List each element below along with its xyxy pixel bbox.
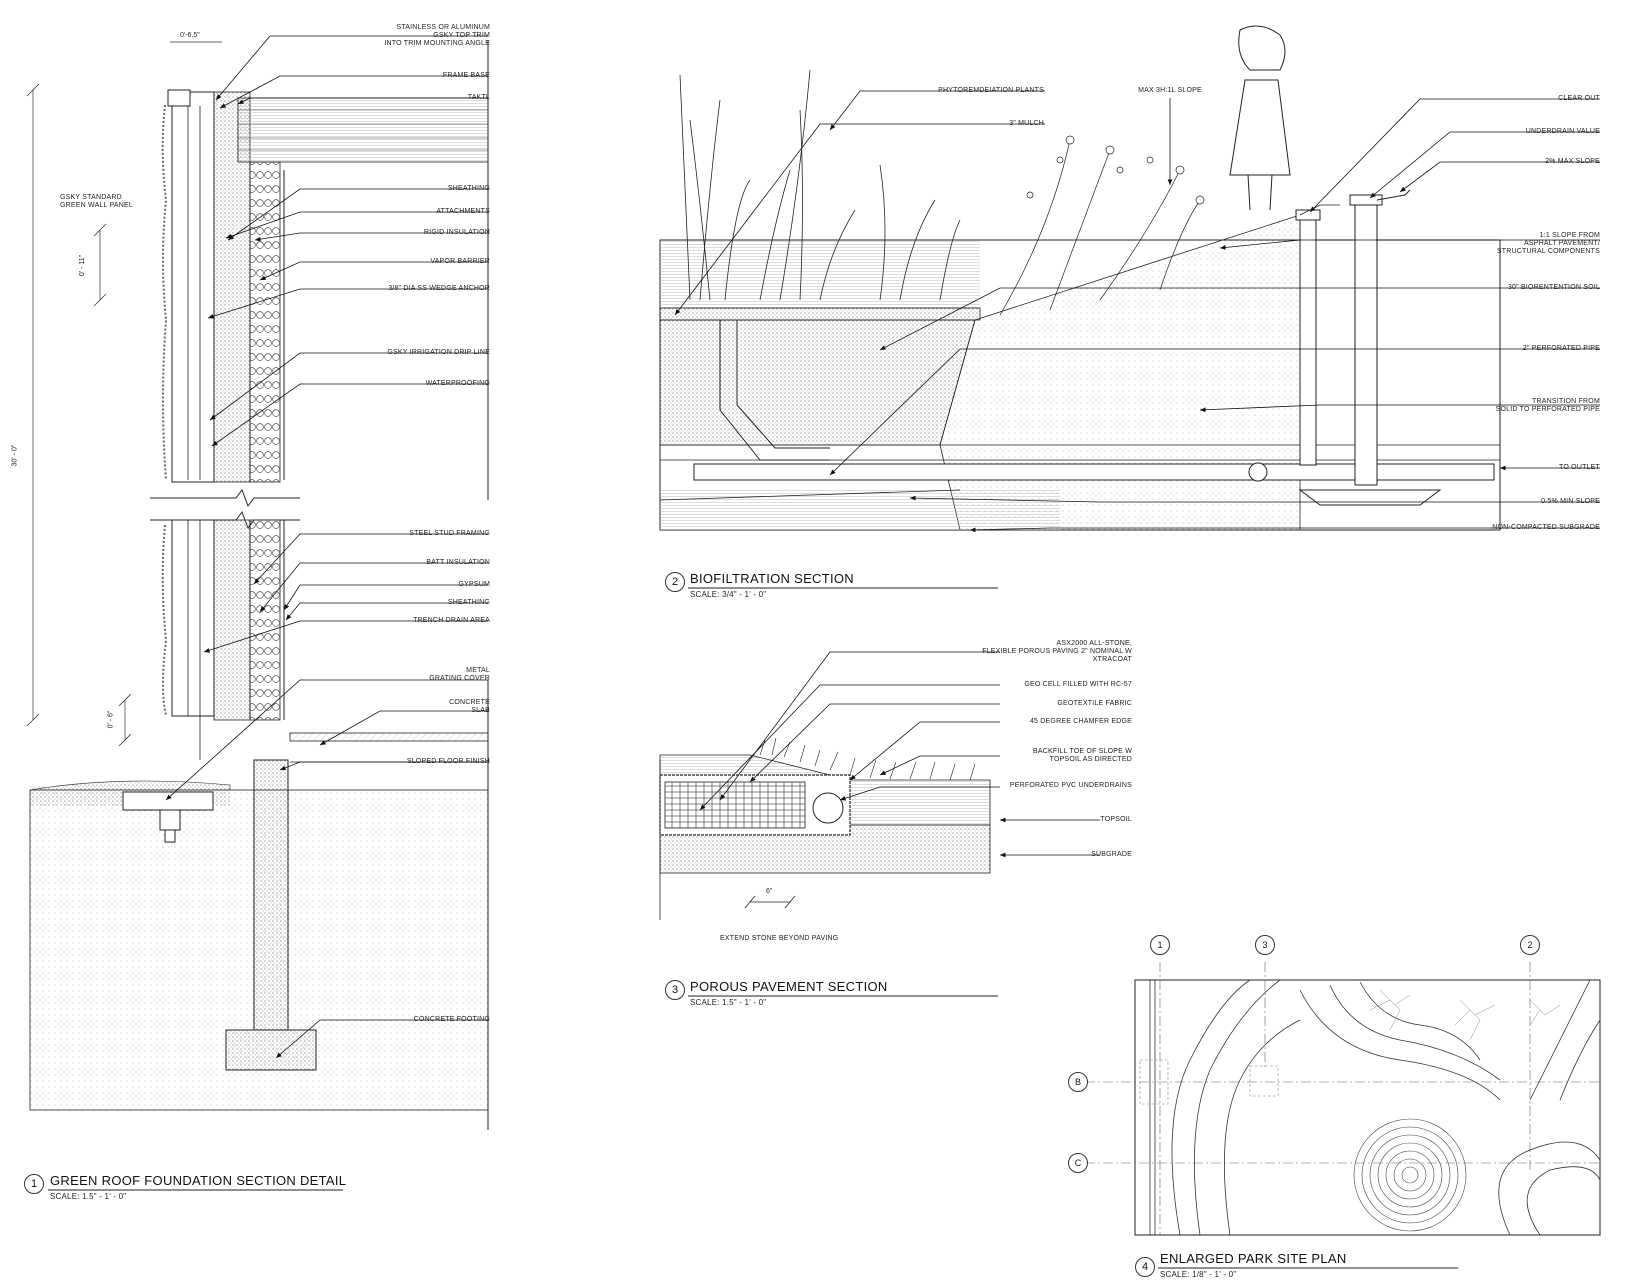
label-sheathing: SHEATHING [447,185,490,192]
label-concrete-footing: CONCRETE FOOTING [413,1016,490,1023]
label-slope-from-1: 1:1 SLOPE FROM [1539,232,1600,239]
label-clear-out: CLEAR OUT [1558,95,1600,102]
label-slab-2: SLAB [471,707,490,714]
dim-6-inch: 6" [766,888,773,895]
label-geocell: GEO CELL FILLED WITH RC-57 [1024,681,1132,688]
label-geotextile: GEOTEXTILE FABRIC [1057,700,1132,707]
label-subgrade-2: NON-COMPACTED SUBGRADE [1492,524,1600,531]
detail-1-scale: SCALE: 1.5" - 1' - 0" [50,1192,127,1201]
dim-top: 0'-6.5" [180,32,200,39]
label-taktl: TAKTL [467,94,490,101]
label-perforated-pipe: 2" PERFORATED PIPE [1522,345,1600,352]
label-biorentention-soil: 30" BIORENTENTION SOIL [1507,284,1600,291]
grid-col-3: 3 [1255,935,1275,955]
label-min-slope: 0.5% MIN SLOPE [1541,498,1600,505]
detail-2-number: 2 [665,572,685,592]
label-underdrains: PERFORATED PVC UNDERDRAINS [1009,782,1132,789]
label-sloped-floor: SLOPED FLOOR FINISH [406,758,490,765]
label-2pct-max-slope: 2% MAX SLOPE [1545,158,1600,165]
label-slope-from-3: STRUCTURAL COMPONENTS [1496,248,1600,255]
label-panel-2: GREEN WALL PANEL [60,202,133,209]
detail-1-title: GREEN ROOF FOUNDATION SECTION DETAIL [50,1173,347,1188]
detail-1-drawing [26,35,489,1130]
detail-4-number: 4 [1135,1257,1155,1277]
label-chamfer: 45 DEGREE CHAMFER EDGE [1029,718,1132,725]
label-rigid-insulation: RIGID INSULATION [423,229,490,236]
grid-col-2: 2 [1520,935,1540,955]
detail-1-number: 1 [24,1174,44,1194]
label-batt-insulation: BATT INSULATION [426,559,490,566]
label-attachments: ATTACHMENTS [436,208,490,215]
label-backfill-2: TOPSOIL AS DIRECTED [1049,756,1132,763]
label-subgrade-3: SUBGRADE [1091,851,1132,858]
grid-row-c: C [1068,1153,1088,1173]
label-paving-3: XTRACOAT [1092,656,1132,663]
label-backfill-1: BACKFILL TOE OF SLOPE W [1033,748,1132,755]
label-steel-stud: STEEL STUD FRAMING [409,530,490,537]
detail-3-title: POROUS PAVEMENT SECTION [690,979,888,994]
label-grating-1: METAL [466,667,490,674]
label-slab-1: CONCRETE [449,699,490,706]
grid-row-b: B [1068,1072,1088,1092]
label-top-trim-2: GSKY TOP TRIM [433,32,490,39]
detail-3-number: 3 [665,980,685,1000]
dim-bottom: 0' - 6" [107,710,115,729]
label-top-trim-3: INTO TRIM MOUNTING ANGLE [384,40,490,47]
label-transition-1: TRANSITION FROM [1532,398,1600,405]
detail-1-title-underline [48,1189,343,1191]
detail-3-title-underline [688,995,998,997]
label-grating-2: GRATING COVER [429,675,490,682]
label-sheathing-2: SHEATHING [447,599,490,606]
detail-3-scale: SCALE: 1.5" - 1' - 0" [690,998,767,1007]
label-slope-from-2: ASPHALT PAVEMENT/ [1523,240,1600,247]
dim-total-height: 30' - 0" [11,444,19,467]
detail-3-drawing [659,651,1100,920]
label-trench-drain: TRENCH DRAIN AREA [413,617,490,624]
label-max-slope: MAX 3H:1L SLOPE [1138,87,1202,94]
label-waterproofing: WATERPROOFING [425,380,490,387]
grid-col-1: 1 [1150,935,1170,955]
label-vapor-barrier: VAPOR BARRIER [430,258,490,265]
detail-4-title-underline [1158,1267,1458,1269]
label-irrigation: GSKY IRRIGATION DRIP LINE [387,349,490,356]
label-plants: PHYTOREMDEIATION PLANTS [938,87,1044,94]
detail-2-scale: SCALE: 3/4" - 1' - 0" [690,590,767,599]
label-paving-2: FLEXIBLE POROUS PAVING 2" NOMINAL W [982,648,1132,655]
label-panel-1: GSKY STANDARD [60,194,122,201]
detail-2-title: BIOFILTRATION SECTION [690,571,854,586]
label-to-outlet: TO OUTLET [1559,464,1600,471]
detail-4-title: ENLARGED PARK SITE PLAN [1160,1251,1347,1266]
label-top-trim-1: STAINLESS OR ALUMINUM [396,24,490,31]
detail-4-drawing [1085,962,1601,1236]
dim-panel-height: 0' - 11" [79,254,87,277]
label-paving-1: ASX2000 ALL-STONE, [1056,640,1132,647]
detail-4-scale: SCALE: 1/8" - 1' - 0" [1160,1270,1237,1279]
label-mulch: 3" MULCH [1009,120,1044,127]
label-gypsum: GYPSUM [458,581,490,588]
detail-2-drawing [659,25,1600,533]
label-underdrain-value: UNDERDRAIN VALUE [1525,128,1600,135]
label-transition-2: SOLID TO PERFORATED PIPE [1495,406,1600,413]
label-topsoil: TOPSOIL [1100,816,1132,823]
label-wedge-anchor: 3/8" DIA SS WEDGE ANCHOR [388,285,490,292]
label-frame-base: FRAME BASE [442,72,490,79]
label-extend-stone: EXTEND STONE BEYOND PAVING [720,935,839,942]
detail-2-title-underline [688,587,998,589]
